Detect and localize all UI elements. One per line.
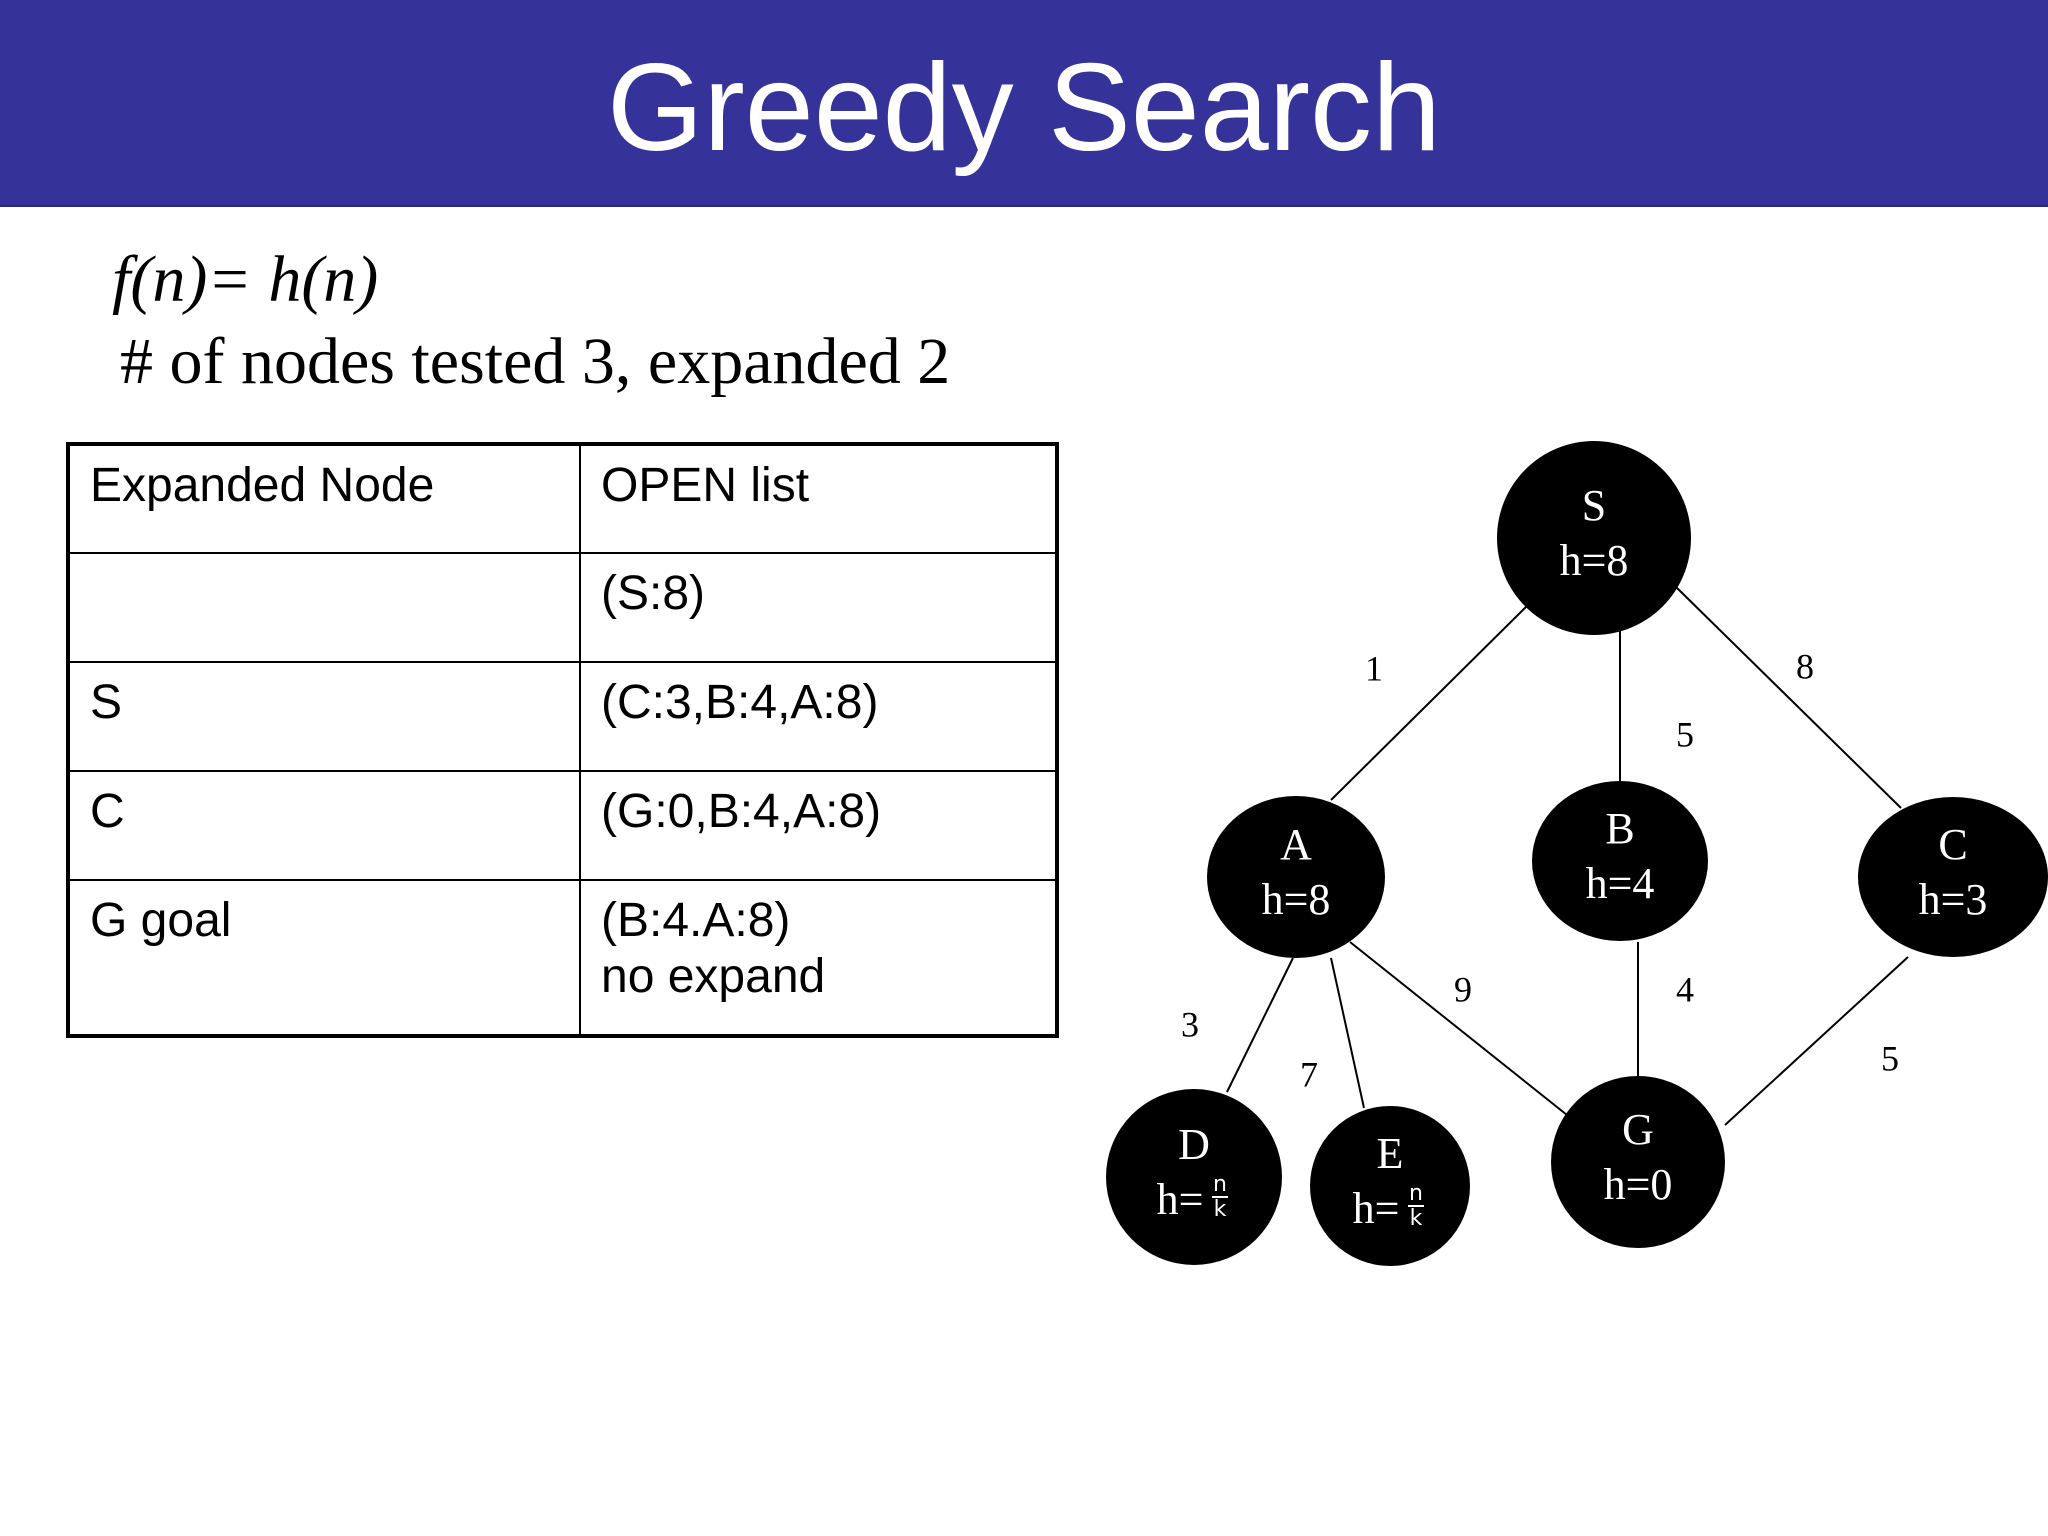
edge-cost-label: 9 [1454, 969, 1472, 1009]
open-list-value: (S:8) [601, 567, 706, 620]
edge-cost-label: 5 [1676, 714, 1694, 754]
edge-s-c [1675, 586, 1902, 809]
graph-edge-labels: 1 5 8 3 7 9 4 5 [1181, 646, 1899, 1094]
edge-cost-label: 3 [1181, 1004, 1199, 1044]
table-row: (S:8) [67, 552, 1058, 663]
open-list-note: no expand [601, 950, 826, 1003]
node-heuristic-label: h=0 [1604, 1160, 1673, 1209]
edge-cost-label: 1 [1365, 648, 1383, 688]
title-bar: Greedy Search [0, 0, 2048, 207]
node-name-label: C [1938, 820, 1967, 869]
edge-cost-label: 7 [1300, 1054, 1318, 1094]
header-open-list: OPEN list [579, 443, 1058, 554]
node-heuristic-label: h= [1157, 1175, 1204, 1224]
node-heuristic-label: h=4 [1586, 859, 1655, 908]
node-circle [1106, 1089, 1282, 1265]
node-circle [1858, 797, 2048, 957]
open-list-value: (G:0,B:4,A:8) [601, 785, 882, 838]
node-c: Ch=3 [1858, 797, 2048, 957]
edge-cost-label: 5 [1881, 1038, 1899, 1078]
node-heuristic-label: h=8 [1560, 536, 1629, 585]
edge-c-g [1724, 956, 1909, 1126]
expanded-node-cell: G goal [67, 879, 581, 1037]
node-s: Sh=8 [1497, 441, 1691, 635]
table-row: C (G:0,B:4,A:8) [67, 770, 1058, 881]
open-list-cell: (B:4.A:8) no expand [579, 879, 1058, 1037]
node-name-label: E [1377, 1129, 1404, 1178]
stats-text: # of nodes tested 3, expanded 2 [120, 325, 951, 398]
node-name-label: G [1622, 1105, 1654, 1154]
formula-text: f(n)= h(n) [112, 243, 379, 316]
edge-a-d [1226, 957, 1294, 1093]
open-list-value: (C:3,B:4,A:8) [601, 676, 879, 729]
edge-cost-label: 4 [1676, 969, 1694, 1009]
node-name-label: A [1280, 820, 1312, 869]
node-name-label: D [1178, 1120, 1210, 1169]
fraction-denominator: k [1214, 1197, 1227, 1222]
table-header-row: Expanded Node OPEN list [67, 443, 1058, 554]
node-b: Bh=4 [1532, 781, 1708, 941]
node-circle [1532, 781, 1708, 941]
open-list-cell: (S:8) [579, 552, 1058, 663]
graph-edges [1226, 586, 1909, 1126]
node-d: Dh= nk [1106, 1089, 1282, 1265]
edge-a-g [1349, 941, 1568, 1116]
header-expanded-node: Expanded Node [67, 443, 581, 554]
node-circle [1497, 441, 1691, 635]
node-circle [1551, 1076, 1725, 1248]
node-heuristic-label: h=8 [1262, 875, 1331, 924]
expanded-node-cell [67, 552, 581, 663]
node-heuristic-label: h= [1353, 1184, 1400, 1233]
table-row: G goal (B:4.A:8) no expand [67, 879, 1058, 1037]
node-g: Gh=0 [1551, 1076, 1725, 1248]
node-a: Ah=8 [1207, 796, 1385, 958]
open-list-cell: (G:0,B:4,A:8) [579, 770, 1058, 881]
fraction-numerator: n [1213, 1172, 1227, 1197]
node-circle [1310, 1106, 1470, 1266]
node-e: Eh= nk [1310, 1106, 1470, 1266]
open-list-value: (B:4.A:8) [601, 894, 791, 947]
edge-s-a [1330, 602, 1531, 801]
node-name-label: B [1605, 804, 1634, 853]
expanded-node-cell: S [67, 661, 581, 772]
node-name-label: S [1582, 481, 1606, 530]
fraction-denominator: k [1410, 1206, 1423, 1231]
node-heuristic-label: h=3 [1919, 875, 1988, 924]
slide-title: Greedy Search [607, 39, 1441, 177]
fraction-numerator: n [1409, 1181, 1423, 1206]
expanded-node-cell: C [67, 770, 581, 881]
table-row: S (C:3,B:4,A:8) [67, 661, 1058, 772]
open-list-table: Expanded Node OPEN list (S:8) S (C:3,B:4… [66, 442, 1059, 1038]
open-list-cell: (C:3,B:4,A:8) [579, 661, 1058, 772]
edge-a-e [1330, 957, 1365, 1109]
node-circle [1207, 796, 1385, 958]
edge-cost-label: 8 [1796, 646, 1814, 686]
